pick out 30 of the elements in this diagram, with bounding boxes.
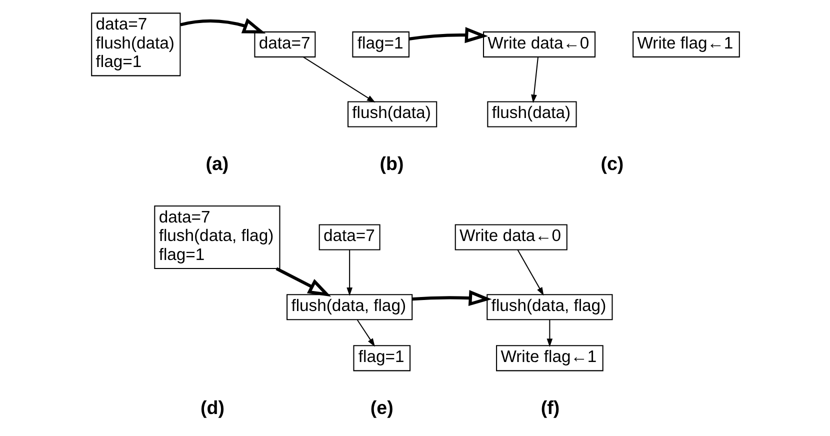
node-box: flag=1 <box>352 344 410 371</box>
arrow <box>530 56 538 103</box>
arrow <box>180 18 266 34</box>
node-box: data=7 <box>254 30 316 57</box>
node-box: Write flag←1 <box>496 344 603 371</box>
arrow <box>346 249 352 296</box>
arrow <box>275 266 331 296</box>
node-box: Write data←0 <box>454 224 567 250</box>
label: (b) <box>379 152 404 174</box>
label: (c) <box>600 152 624 174</box>
label: (f) <box>540 396 560 418</box>
node-box: data=7 <box>318 224 380 250</box>
node-box: data=7 flush(data) flag=1 <box>90 12 180 76</box>
node-box: flush(data) <box>486 100 576 127</box>
arrow <box>546 320 552 346</box>
node-box: flag=1 <box>352 30 409 57</box>
node-box: flush(data) <box>347 100 437 127</box>
node-box: flush(data, flag) <box>286 294 412 320</box>
arrow <box>516 249 544 296</box>
arrow <box>302 56 375 102</box>
label: (e) <box>370 396 393 418</box>
node-box: flush(data, flag) <box>486 294 612 320</box>
node-box: data=7 flush(data, flag) flag=1 <box>154 204 280 269</box>
arrow <box>356 319 374 346</box>
node-box: Write data←0 <box>482 30 596 57</box>
arrow <box>412 290 492 306</box>
label: (a) <box>205 152 228 174</box>
arrow <box>408 26 488 43</box>
node-box: Write flag←1 <box>632 30 740 57</box>
label: (d) <box>200 396 224 418</box>
